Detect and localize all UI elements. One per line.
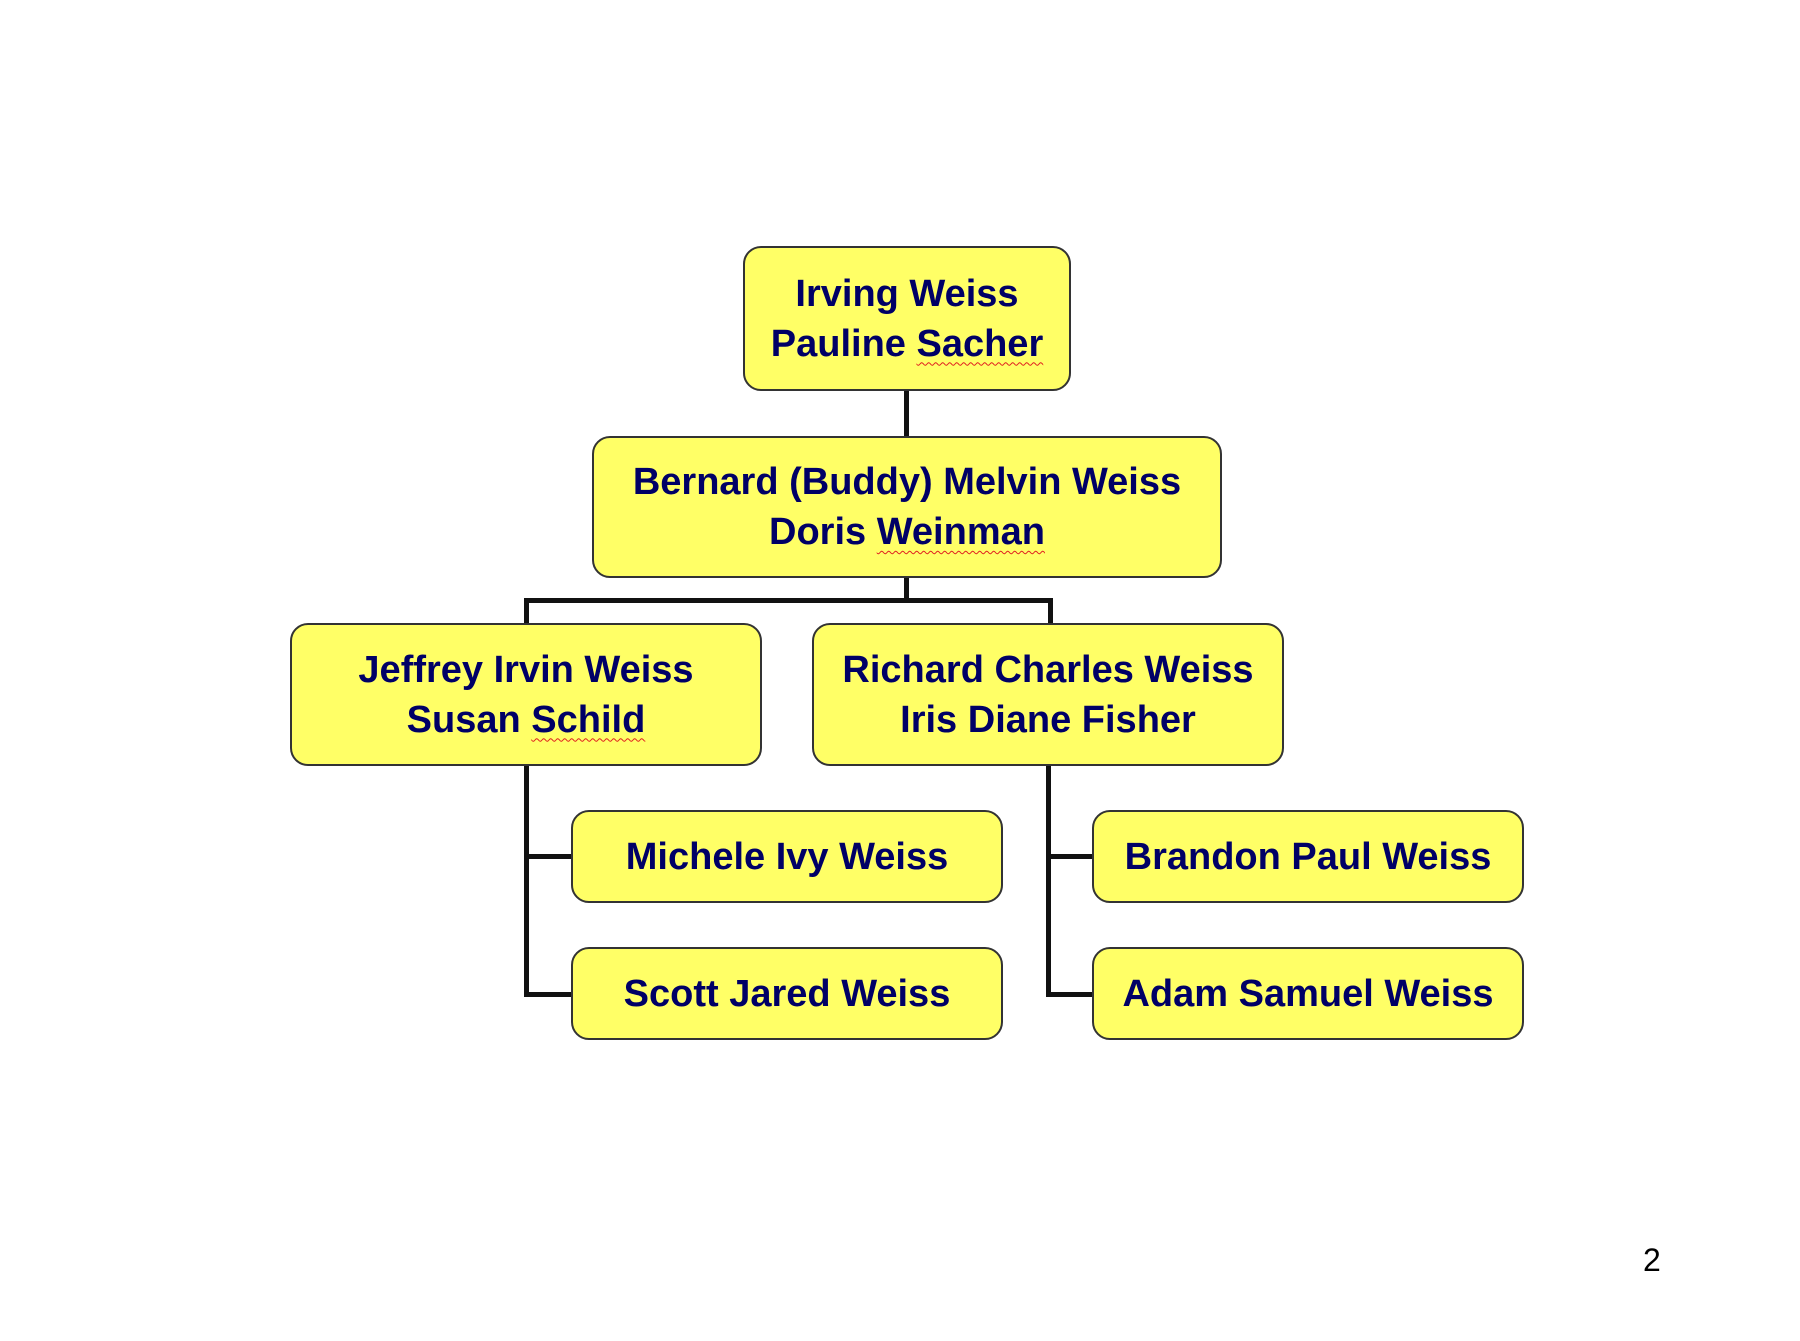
connector-gen1-gen2 <box>904 390 909 437</box>
connector-to-michele <box>524 854 574 859</box>
connector-to-brandon <box>1046 854 1096 859</box>
node-brandon: Brandon Paul Weiss <box>1092 810 1524 903</box>
connector-to-scott <box>524 992 574 997</box>
node-jeffrey-susan: Jeffrey Irvin Weiss Susan Schild <box>290 623 762 766</box>
connector-to-adam <box>1046 992 1096 997</box>
node-line1: Michele Ivy Weiss <box>625 835 949 878</box>
connector-jeffrey-children <box>524 765 529 997</box>
last-name: Sacher <box>916 322 1044 365</box>
node-scott: Scott Jared Weiss <box>571 947 1003 1040</box>
node-line1: Jeffrey Irvin Weiss <box>358 648 694 691</box>
last-name: Weinman <box>876 511 1045 553</box>
first-name: Susan <box>406 698 521 741</box>
connector-gen2-horizontal <box>524 598 1053 603</box>
node-adam: Adam Samuel Weiss <box>1092 947 1524 1040</box>
first-name: Doris <box>769 511 867 553</box>
node-richard-iris: Richard Charles Weiss Iris Diane Fisher <box>812 623 1284 766</box>
node-line2: Doris Weinman <box>769 507 1045 557</box>
node-line1: Scott Jared Weiss <box>623 972 951 1015</box>
connector-gen2-down <box>904 577 909 602</box>
page-number: 2 <box>1643 1242 1661 1278</box>
connector-to-richard <box>1048 598 1053 624</box>
node-line1: Adam Samuel Weiss <box>1122 972 1494 1015</box>
node-line2: Pauline Sacher <box>771 319 1043 369</box>
connector-to-jeffrey <box>524 598 529 624</box>
connector-richard-children <box>1046 765 1051 997</box>
node-irving-pauline: Irving Weiss Pauline Sacher <box>743 246 1071 391</box>
node-line1: Irving Weiss <box>795 272 1019 315</box>
node-bernard-doris: Bernard (Buddy) Melvin Weiss Doris Weinm… <box>592 436 1222 578</box>
node-line2: Iris Diane Fisher <box>900 698 1196 741</box>
last-name: Schild <box>531 698 646 741</box>
node-line1: Bernard (Buddy) Melvin Weiss <box>632 461 1182 503</box>
node-michele: Michele Ivy Weiss <box>571 810 1003 903</box>
node-line1: Brandon Paul Weiss <box>1124 835 1492 878</box>
node-line1: Richard Charles Weiss <box>842 648 1254 691</box>
first-name: Pauline <box>770 322 906 365</box>
node-line2: Susan Schild <box>407 695 646 745</box>
